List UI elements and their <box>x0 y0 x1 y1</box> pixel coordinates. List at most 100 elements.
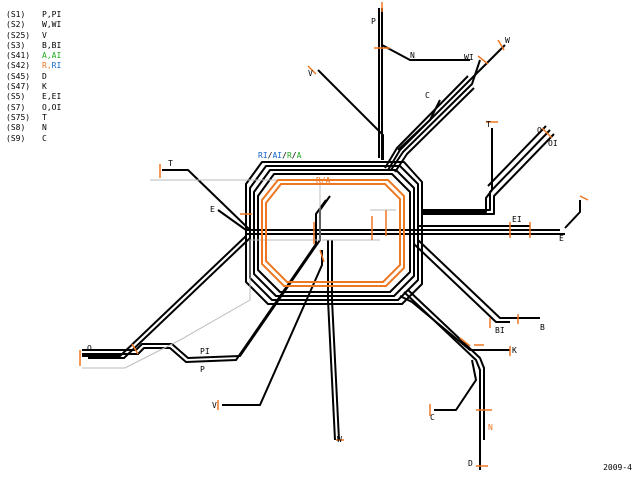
ring-label-part: / <box>282 151 287 160</box>
route-track <box>384 75 469 169</box>
station-terminus-label: W <box>505 36 510 45</box>
station-terminus-label: N <box>410 51 415 60</box>
route-track <box>413 243 510 323</box>
station-terminus-label: W <box>337 435 342 444</box>
legend-row: (S47) K <box>6 82 61 92</box>
inner-ring-label: R/A <box>316 176 331 185</box>
terminus-tick <box>579 195 589 201</box>
legend-line-id: (S42) <box>6 61 31 71</box>
station-terminus-label: O <box>87 344 92 353</box>
legend-row: (S3) B,BI <box>6 41 61 51</box>
terminus-tick <box>459 337 471 347</box>
station-terminus-label: V <box>212 401 217 410</box>
legend-row: (S2)W,WI <box>6 20 61 30</box>
route-track <box>331 240 340 441</box>
legend-route-names: RI <box>51 61 62 71</box>
legend-line-id: (S75) <box>6 112 31 122</box>
route-track <box>88 237 251 359</box>
ring-label-part: / <box>292 151 297 160</box>
station-terminus-label: EI <box>512 215 522 224</box>
route-track <box>422 133 555 215</box>
terminus-tick <box>307 65 317 75</box>
route-track <box>407 289 485 440</box>
ring-track <box>257 173 411 293</box>
route-track <box>317 69 384 160</box>
legend-route-names: R, <box>42 61 52 71</box>
legend-route-names: P,PI <box>42 10 62 19</box>
station-terminus-label: C <box>430 413 435 422</box>
legend-route-names: N <box>42 123 47 133</box>
route-track <box>82 199 327 363</box>
legend-line-id: (S9) <box>6 133 26 143</box>
route-track <box>397 99 441 151</box>
legend-route-names: E,EI <box>42 92 62 102</box>
ring-label-part: RI <box>258 151 268 160</box>
legend-line-id: (S8) <box>6 123 26 133</box>
legend-line-id: (S3) <box>6 40 26 50</box>
station-terminus-label: T <box>486 120 491 129</box>
ring-track <box>245 161 423 305</box>
legend-row: (S45)D <box>6 72 61 82</box>
ring-label-part: AI <box>272 151 282 160</box>
legend-line-id: (S7) <box>6 102 26 112</box>
legend-line-id: (S47) <box>6 82 31 92</box>
ring-track <box>249 165 419 301</box>
ring-label-part: / <box>268 151 273 160</box>
station-terminus-label: BI <box>495 326 505 335</box>
legend-row: (S1) P,PI <box>6 10 61 20</box>
route-track <box>422 129 551 211</box>
station-terminus-label: E <box>210 205 215 214</box>
ring-track <box>253 169 415 297</box>
legend-route-names: W,WI <box>42 20 62 30</box>
station-terminus-label: B <box>540 323 545 332</box>
station-terminus-label: WI <box>464 53 474 62</box>
station-terminus-label: C <box>425 91 430 100</box>
legend-line-id: (S41) <box>6 51 31 61</box>
legend-route-names: C <box>42 133 47 143</box>
station-terminus-label: N <box>488 423 493 432</box>
route-track <box>487 125 547 187</box>
inner-ring-track <box>261 179 405 287</box>
inner-ring-track <box>265 183 401 283</box>
station-terminus-label: P <box>371 17 376 26</box>
legend-line-id: (S45) <box>6 71 31 81</box>
route-track <box>82 235 247 357</box>
station-terminus-label: V <box>308 69 313 78</box>
route-track <box>403 291 481 470</box>
legend-route-names: A,AI <box>42 51 62 61</box>
route-track <box>387 44 506 171</box>
legend-route-names: K <box>42 82 47 92</box>
route-track <box>217 209 247 231</box>
ghost-track <box>82 179 321 369</box>
route-track <box>162 169 251 231</box>
terminus-tick <box>497 39 505 51</box>
legend-row: (S75) T <box>6 113 61 123</box>
legend-row: (S41) A,AI <box>6 51 61 61</box>
legend-route-names: V <box>42 30 47 40</box>
station-terminus-label: E <box>559 234 564 243</box>
station-terminus-label: K <box>512 346 517 355</box>
route-track <box>381 44 470 61</box>
station-terminus-label: T <box>168 159 173 168</box>
ring-line-label: RI/AI/R/A <box>258 151 302 160</box>
station-terminus-label: D <box>468 459 473 468</box>
legend-line-id: (S1) <box>6 10 26 19</box>
ring-label-part: R <box>287 151 292 160</box>
legend-row: (S25) V <box>6 31 61 41</box>
route-track <box>564 200 581 229</box>
legend-row: (S7)O,OI <box>6 103 61 113</box>
legend-route-names: B,BI <box>42 40 62 50</box>
legend-line-id: (S25) <box>6 30 31 40</box>
route-track <box>327 240 336 441</box>
terminus-tick <box>477 55 489 65</box>
legend-route-names: T <box>42 112 47 122</box>
station-terminus-label: O <box>537 126 542 135</box>
route-track <box>422 128 493 213</box>
legend-row: (S9) C <box>6 134 61 144</box>
route-track <box>434 359 477 411</box>
legend-line-id: (S5) <box>6 92 26 102</box>
line-legend: (S1)P,PI(S2)W,WI(S25)V(S3)B,BI(S41)A,AI(… <box>6 10 61 144</box>
ring-label-part: A <box>297 151 302 160</box>
legend-row: (S42) R,RI <box>6 61 61 71</box>
route-track <box>390 59 481 171</box>
